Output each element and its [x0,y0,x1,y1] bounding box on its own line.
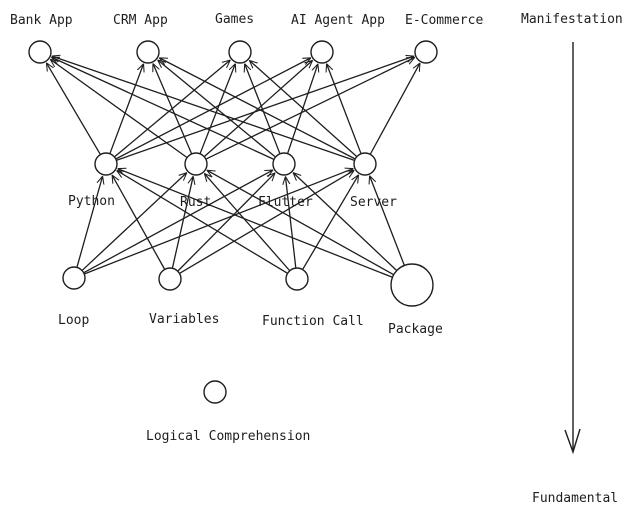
edge-variables-to-python [112,175,165,270]
node-games [228,40,252,64]
edge-server-to-ecom [370,63,420,155]
edge-package-to-server [370,176,405,266]
axis-arrow-head-icon [564,428,581,455]
node-logic [203,380,227,404]
node-label-crm: CRM App [113,13,168,28]
node-crm [136,40,160,64]
edge-variables-to-rust [171,177,194,268]
node-label-ai: AI Agent App [291,13,385,28]
node-label-variables: Variables [149,312,219,327]
edge-rust-to-games [199,64,235,154]
node-rust [184,152,208,176]
edge-python-to-bank [47,63,101,155]
node-label-python: Python [68,194,115,209]
node-label-rust: Rust [180,195,211,210]
edge-server-to-crm [160,58,355,160]
edge-server-to-bank [52,56,355,161]
edge-rust-to-crm [153,64,192,154]
edge-variables-to-flutter [177,173,274,272]
node-package [390,263,434,307]
edge-rust-to-bank [51,60,187,158]
node-ecom [414,40,438,64]
edge-function-to-server [302,175,358,270]
edge-loop-to-rust [82,173,187,271]
axis-bottom-label: Fundamental [532,491,618,506]
node-label-bank: Bank App [10,13,73,28]
node-variables [158,267,182,291]
edge-flutter-to-games [245,64,281,154]
node-bank [28,40,52,64]
node-function [285,267,309,291]
node-label-logic: Logical Comprehension [146,429,310,444]
edge-package-to-rust [207,170,394,275]
node-label-loop: Loop [58,313,89,328]
abstraction-axis: Manifestation Fundamental [521,12,623,506]
node-label-games: Games [215,12,254,27]
edge-function-to-rust [205,174,290,271]
node-label-ecom: E-Commerce [405,13,483,28]
node-ai [310,40,334,64]
edge-package-to-flutter [293,173,397,271]
edge-variables-to-server [179,171,353,274]
edge-rust-to-ai [204,61,312,157]
nodes-layer: Bank App CRM App Games AI Agent App E-Commer… [10,12,483,444]
node-label-flutter: Flutter [258,195,313,210]
edges-layer [47,56,420,278]
edge-server-to-games [250,61,357,157]
edge-flutter-to-bank [52,57,274,160]
node-label-package: Package [388,322,443,337]
edge-loop-to-python [76,177,102,268]
node-label-function: Function Call [262,314,364,329]
edge-python-to-crm [109,64,143,154]
edge-rust-to-ecom [206,58,414,160]
axis-top-label: Manifestation [521,12,623,27]
node-flutter [272,152,296,176]
edge-loop-to-server [84,169,353,275]
node-python [94,152,118,176]
edge-python-to-ai [116,58,311,160]
edge-package-to-python [118,169,393,278]
edge-function-to-flutter [286,177,297,268]
edge-loop-to-flutter [83,170,273,273]
node-server [353,152,377,176]
node-label-server: Server [350,195,397,210]
edge-server-to-ai [327,64,362,154]
edge-flutter-to-crm [158,60,276,158]
node-loop [62,266,86,290]
edge-function-to-python [117,171,288,274]
